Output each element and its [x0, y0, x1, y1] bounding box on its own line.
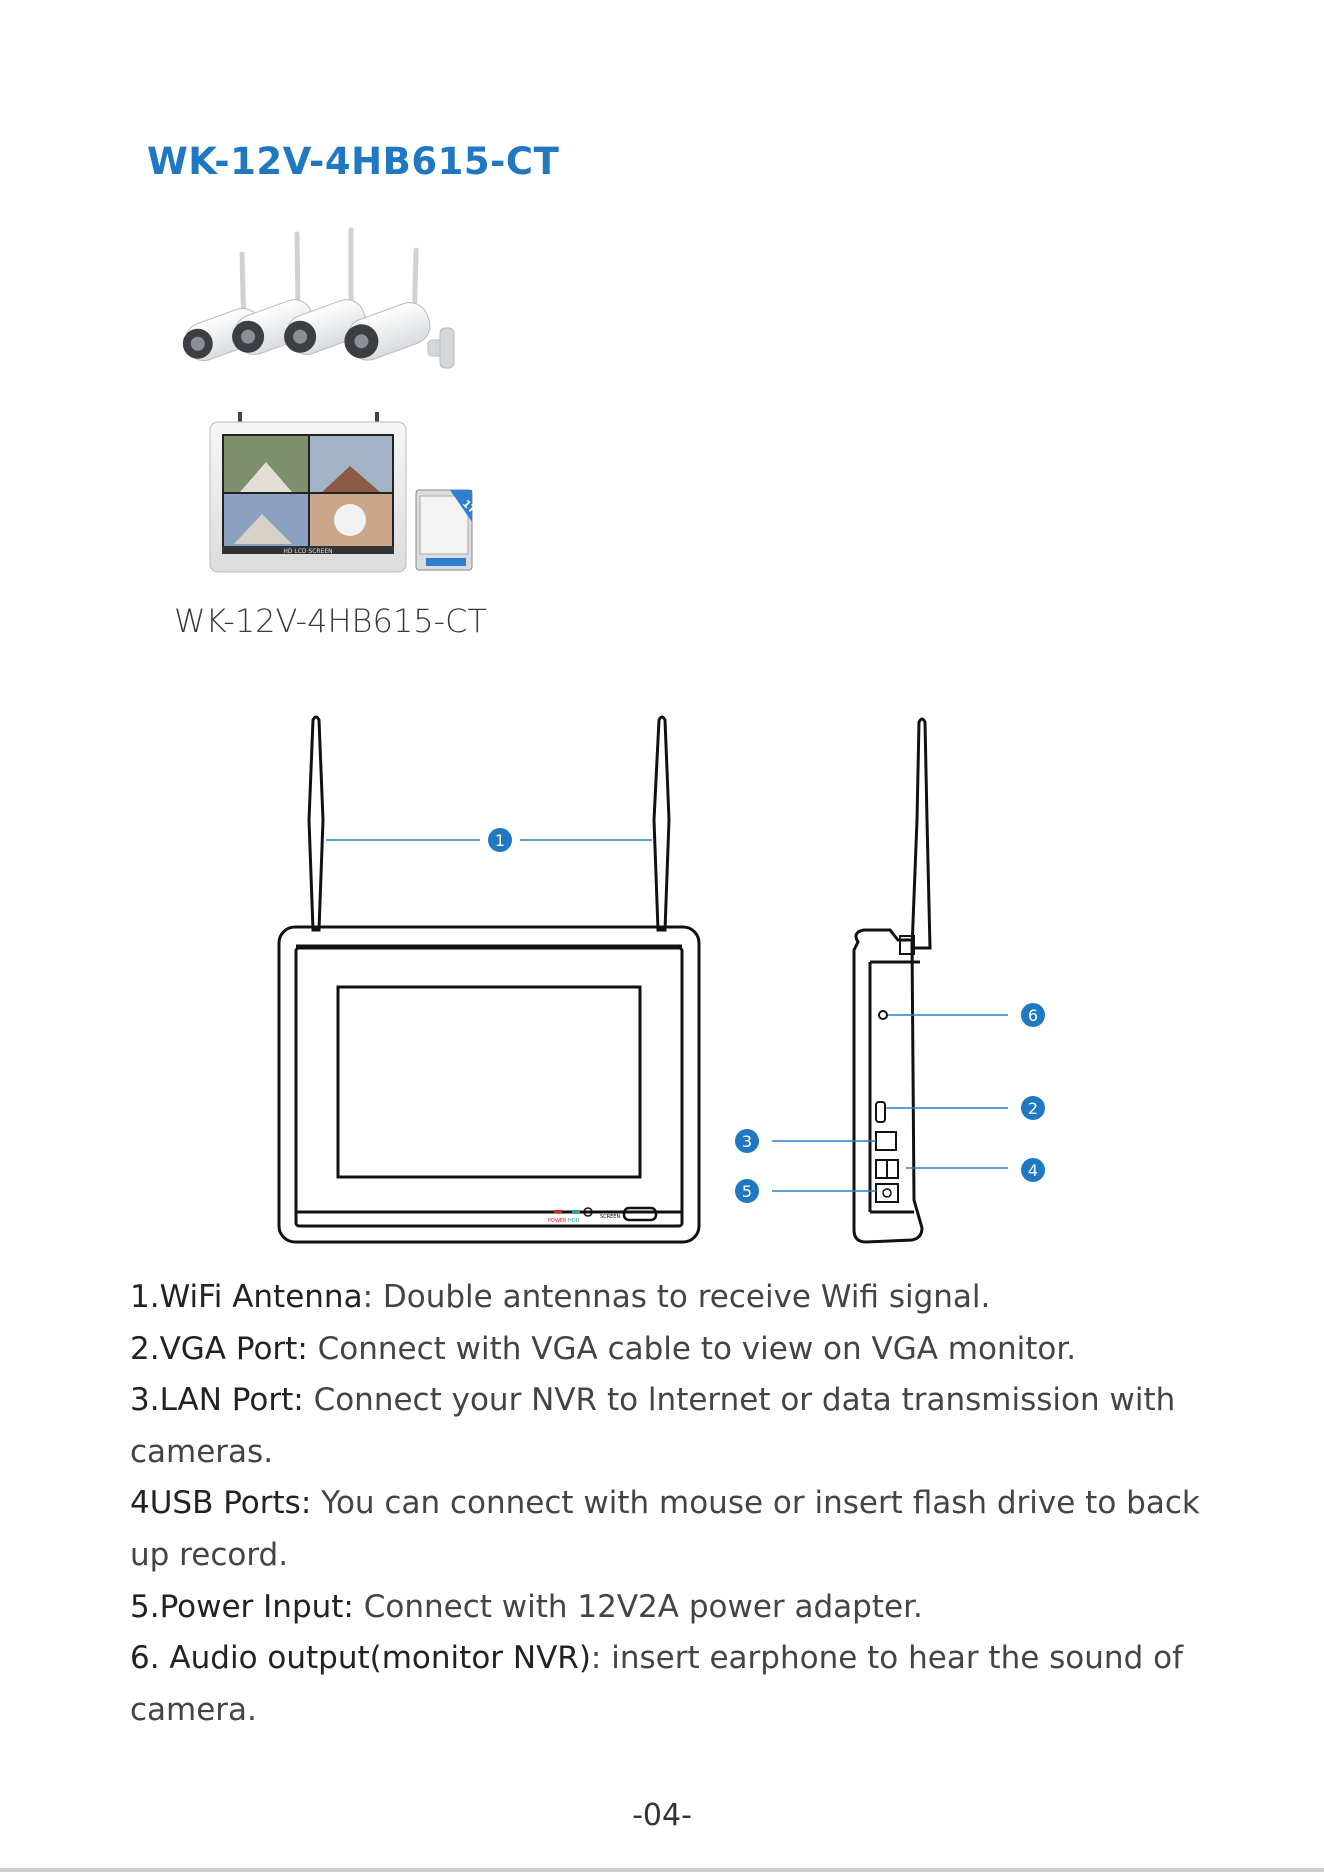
feature-item: 5.Power Input: Connect with 12V2A power … — [130, 1582, 1240, 1634]
feature-item: 6. Audio output(monitor NVR): insert ear… — [130, 1633, 1240, 1736]
svg-text:6: 6 — [1028, 1006, 1038, 1025]
callout-6: 6 — [1021, 1003, 1045, 1027]
svg-text:SCREEN: SCREEN — [600, 1214, 620, 1220]
svg-text:HDD: HDD — [568, 1218, 580, 1224]
feature-item: 3.LAN Port: Connect your NVR to lnternet… — [130, 1375, 1240, 1478]
feature-term: 5.Power Input: — [130, 1588, 354, 1625]
feature-item: 1.WiFi Antenna: Double antennas to recei… — [130, 1272, 1240, 1324]
monitor-front-bezel — [294, 946, 684, 1228]
svg-text:4: 4 — [1028, 1161, 1038, 1180]
callout-1: 1 — [488, 828, 512, 852]
callout-4: 4 — [1021, 1158, 1045, 1182]
monitor-side-body — [852, 928, 924, 1244]
feature-text: You can connect with mouse or insert fla… — [130, 1485, 1200, 1573]
hard-drive-illustration: 1TB — [415, 489, 483, 571]
svg-text:HD LCD SCREEN: HD LCD SCREEN — [283, 548, 332, 555]
bottom-divider — [0, 1868, 1324, 1872]
feature-text: Connect with VGA cable to view on VGA mo… — [307, 1330, 1077, 1367]
page-title: WK-12V-4HB615-CT — [147, 140, 560, 183]
side-antenna — [910, 717, 932, 950]
power-port — [875, 1183, 899, 1203]
vga-port — [875, 1101, 886, 1123]
svg-text:2: 2 — [1028, 1099, 1038, 1118]
feature-list: 1.WiFi Antenna: Double antennas to recei… — [130, 1272, 1240, 1736]
camera-group — [182, 299, 455, 369]
monitor-illustration: HD LCD SCREEN — [209, 412, 407, 573]
panel-indicators: POWER HDD SCREEN — [548, 1207, 620, 1224]
feature-term: 2.VGA Port: — [130, 1330, 308, 1367]
feature-text: Connect your NVR to lnternet or data tra… — [130, 1382, 1176, 1470]
svg-text:5: 5 — [742, 1182, 752, 1201]
feature-text: : insert earphone to hear the sound of c… — [130, 1640, 1183, 1728]
feature-item: 2.VGA Port: Connect with VGA cable to vi… — [130, 1324, 1240, 1376]
front-antenna-left — [307, 715, 325, 932]
page-number: -04- — [632, 1798, 692, 1833]
lan-port — [875, 1131, 897, 1151]
monitor-front-outer — [277, 925, 701, 1244]
callout-2: 2 — [1021, 1096, 1045, 1120]
feature-term: 3.LAN Port: — [130, 1382, 304, 1419]
svg-text:3: 3 — [742, 1132, 752, 1151]
audio-jack — [878, 1010, 888, 1020]
feature-text: Connect with 12V2A power adapter. — [353, 1588, 923, 1625]
feature-term: 4USB Ports: — [130, 1485, 312, 1522]
callout-3: 3 — [735, 1129, 759, 1153]
feature-term: 6. Audio output(monitor NVR) — [130, 1640, 591, 1677]
product-caption: WK-12V-4HB615-CT — [174, 602, 487, 640]
monitor-front-screen — [336, 985, 642, 1179]
svg-text:POWER: POWER — [548, 1218, 567, 1224]
front-antenna-right — [652, 715, 671, 932]
svg-text:1: 1 — [495, 831, 505, 850]
feature-item: 4USB Ports: You can connect with mouse o… — [130, 1478, 1240, 1581]
nvr-diagram: POWER HDD SCREEN 1 6 2 3 4 5 — [277, 715, 1045, 1244]
callout-5: 5 — [735, 1179, 759, 1203]
feature-term: 1.WiFi Antenna — [130, 1279, 363, 1315]
product-photo: HD LCD SCREEN 1TB — [182, 227, 483, 573]
feature-text: : Double antennas to receive Wifi signal… — [362, 1279, 991, 1315]
